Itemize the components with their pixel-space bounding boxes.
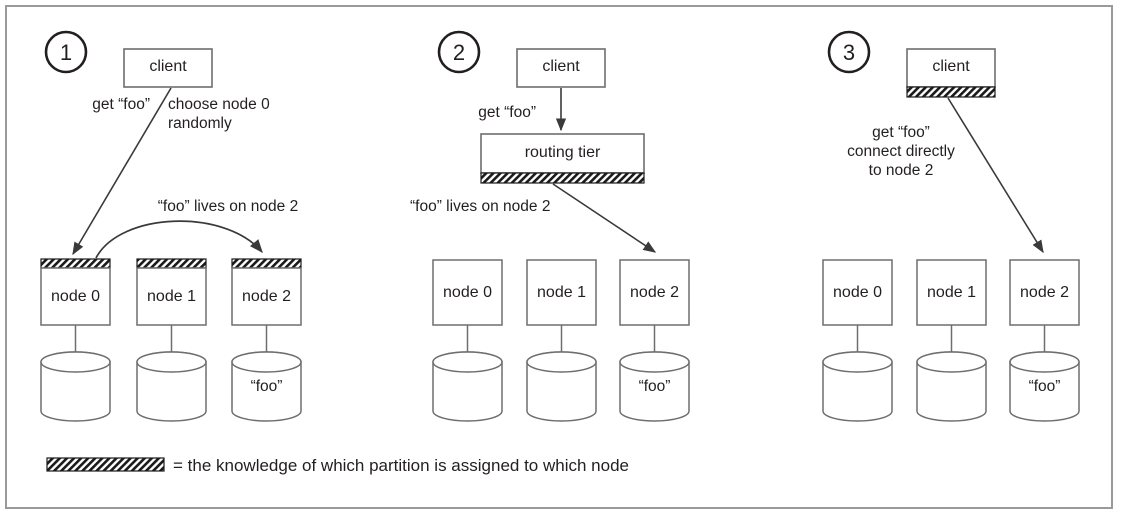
node-box-3-2: [1009, 259, 1080, 326]
legend-label: = the knowledge of which partition is as…: [173, 456, 629, 475]
node-label-3-0: node 0: [833, 284, 882, 301]
db-cylinder-top-1-2: [231, 351, 302, 373]
client-label-2: client: [542, 58, 580, 75]
node-hatch-cap-1-0: [40, 258, 111, 269]
step-number-2: 2: [452, 40, 466, 65]
annotation-3-connect-directly: connect directly: [847, 143, 955, 160]
node-hatch-cap-1-1: [136, 258, 207, 269]
annotation-1-foo-lives: “foo” lives on node 2: [157, 198, 299, 215]
legend-hatch-swatch: [46, 457, 165, 472]
db-cylinder-top-3-1: [916, 351, 987, 373]
node-label-2-2: node 2: [630, 284, 679, 301]
db-cylinder-top-3-0: [822, 351, 893, 373]
node-box-2-2: [619, 259, 690, 326]
annotation-2-get-foo: get “foo”: [478, 104, 536, 121]
node-label-1-2: node 2: [242, 288, 291, 305]
db-cylinder-top-1-0: [40, 351, 111, 373]
step-number-1: 1: [59, 40, 73, 65]
node-box-2-1: [526, 259, 597, 326]
db-cylinder-top-1-1: [136, 351, 207, 373]
panel-3-graphics: [822, 30, 1080, 422]
annotation-1-get-foo: get “foo”: [92, 96, 150, 113]
db-cylinder-top-2-1: [526, 351, 597, 373]
db-cylinder-top-3-2: [1009, 351, 1080, 373]
arrow-node0-to-node2: [95, 220, 263, 259]
node-label-2-0: node 0: [443, 284, 492, 301]
routing-tier-label: routing tier: [524, 144, 601, 161]
step-circle-2: [437, 30, 481, 74]
client-label-3: client: [932, 58, 970, 75]
client-box-3: [906, 48, 996, 88]
annotation-1-randomly: randomly: [168, 115, 232, 132]
client-label-1: client: [149, 58, 187, 75]
annotation-3-to-node-2: to node 2: [868, 162, 934, 179]
panel-2-graphics: [432, 30, 690, 422]
db-label-2-2: “foo”: [638, 378, 671, 395]
db-label-3-2: “foo”: [1028, 378, 1061, 395]
client-box-1: [123, 48, 213, 88]
annotation-3-get-foo: get “foo”: [872, 124, 930, 141]
node-label-1-0: node 0: [51, 288, 100, 305]
node-box-1-2: [231, 267, 302, 326]
panel-1-graphics: [40, 30, 302, 422]
node-box-3-0: [822, 259, 893, 326]
db-cylinder-top-2-0: [432, 351, 503, 373]
routing-tier-hatch-band: [480, 172, 645, 184]
client-hatch-band-3: [906, 86, 996, 98]
node-label-1-1: node 1: [147, 288, 196, 305]
node-label-2-1: node 1: [537, 284, 586, 301]
db-label-1-2: “foo”: [250, 378, 283, 395]
step-number-3: 3: [842, 40, 856, 65]
db-cylinder-top-2-2: [619, 351, 690, 373]
node-label-3-1: node 1: [927, 284, 976, 301]
arrow-client-to-node0: [72, 87, 172, 256]
client-box-2: [516, 48, 606, 88]
node-box-2-0: [432, 259, 503, 326]
node-label-3-2: node 2: [1020, 284, 1069, 301]
annotation-2-foo-lives: “foo” lives on node 2: [410, 198, 551, 215]
step-circle-3: [827, 30, 871, 74]
node-hatch-cap-1-2: [231, 258, 302, 269]
step-circle-1: [44, 30, 88, 74]
arrow-routing-tier-to-node2: [552, 183, 657, 253]
legend-graphics: [46, 457, 165, 472]
annotation-1-choose-node: choose node 0: [168, 96, 270, 113]
node-box-1-0: [40, 267, 111, 326]
arrow-client-to-node2-direct: [947, 97, 1044, 254]
